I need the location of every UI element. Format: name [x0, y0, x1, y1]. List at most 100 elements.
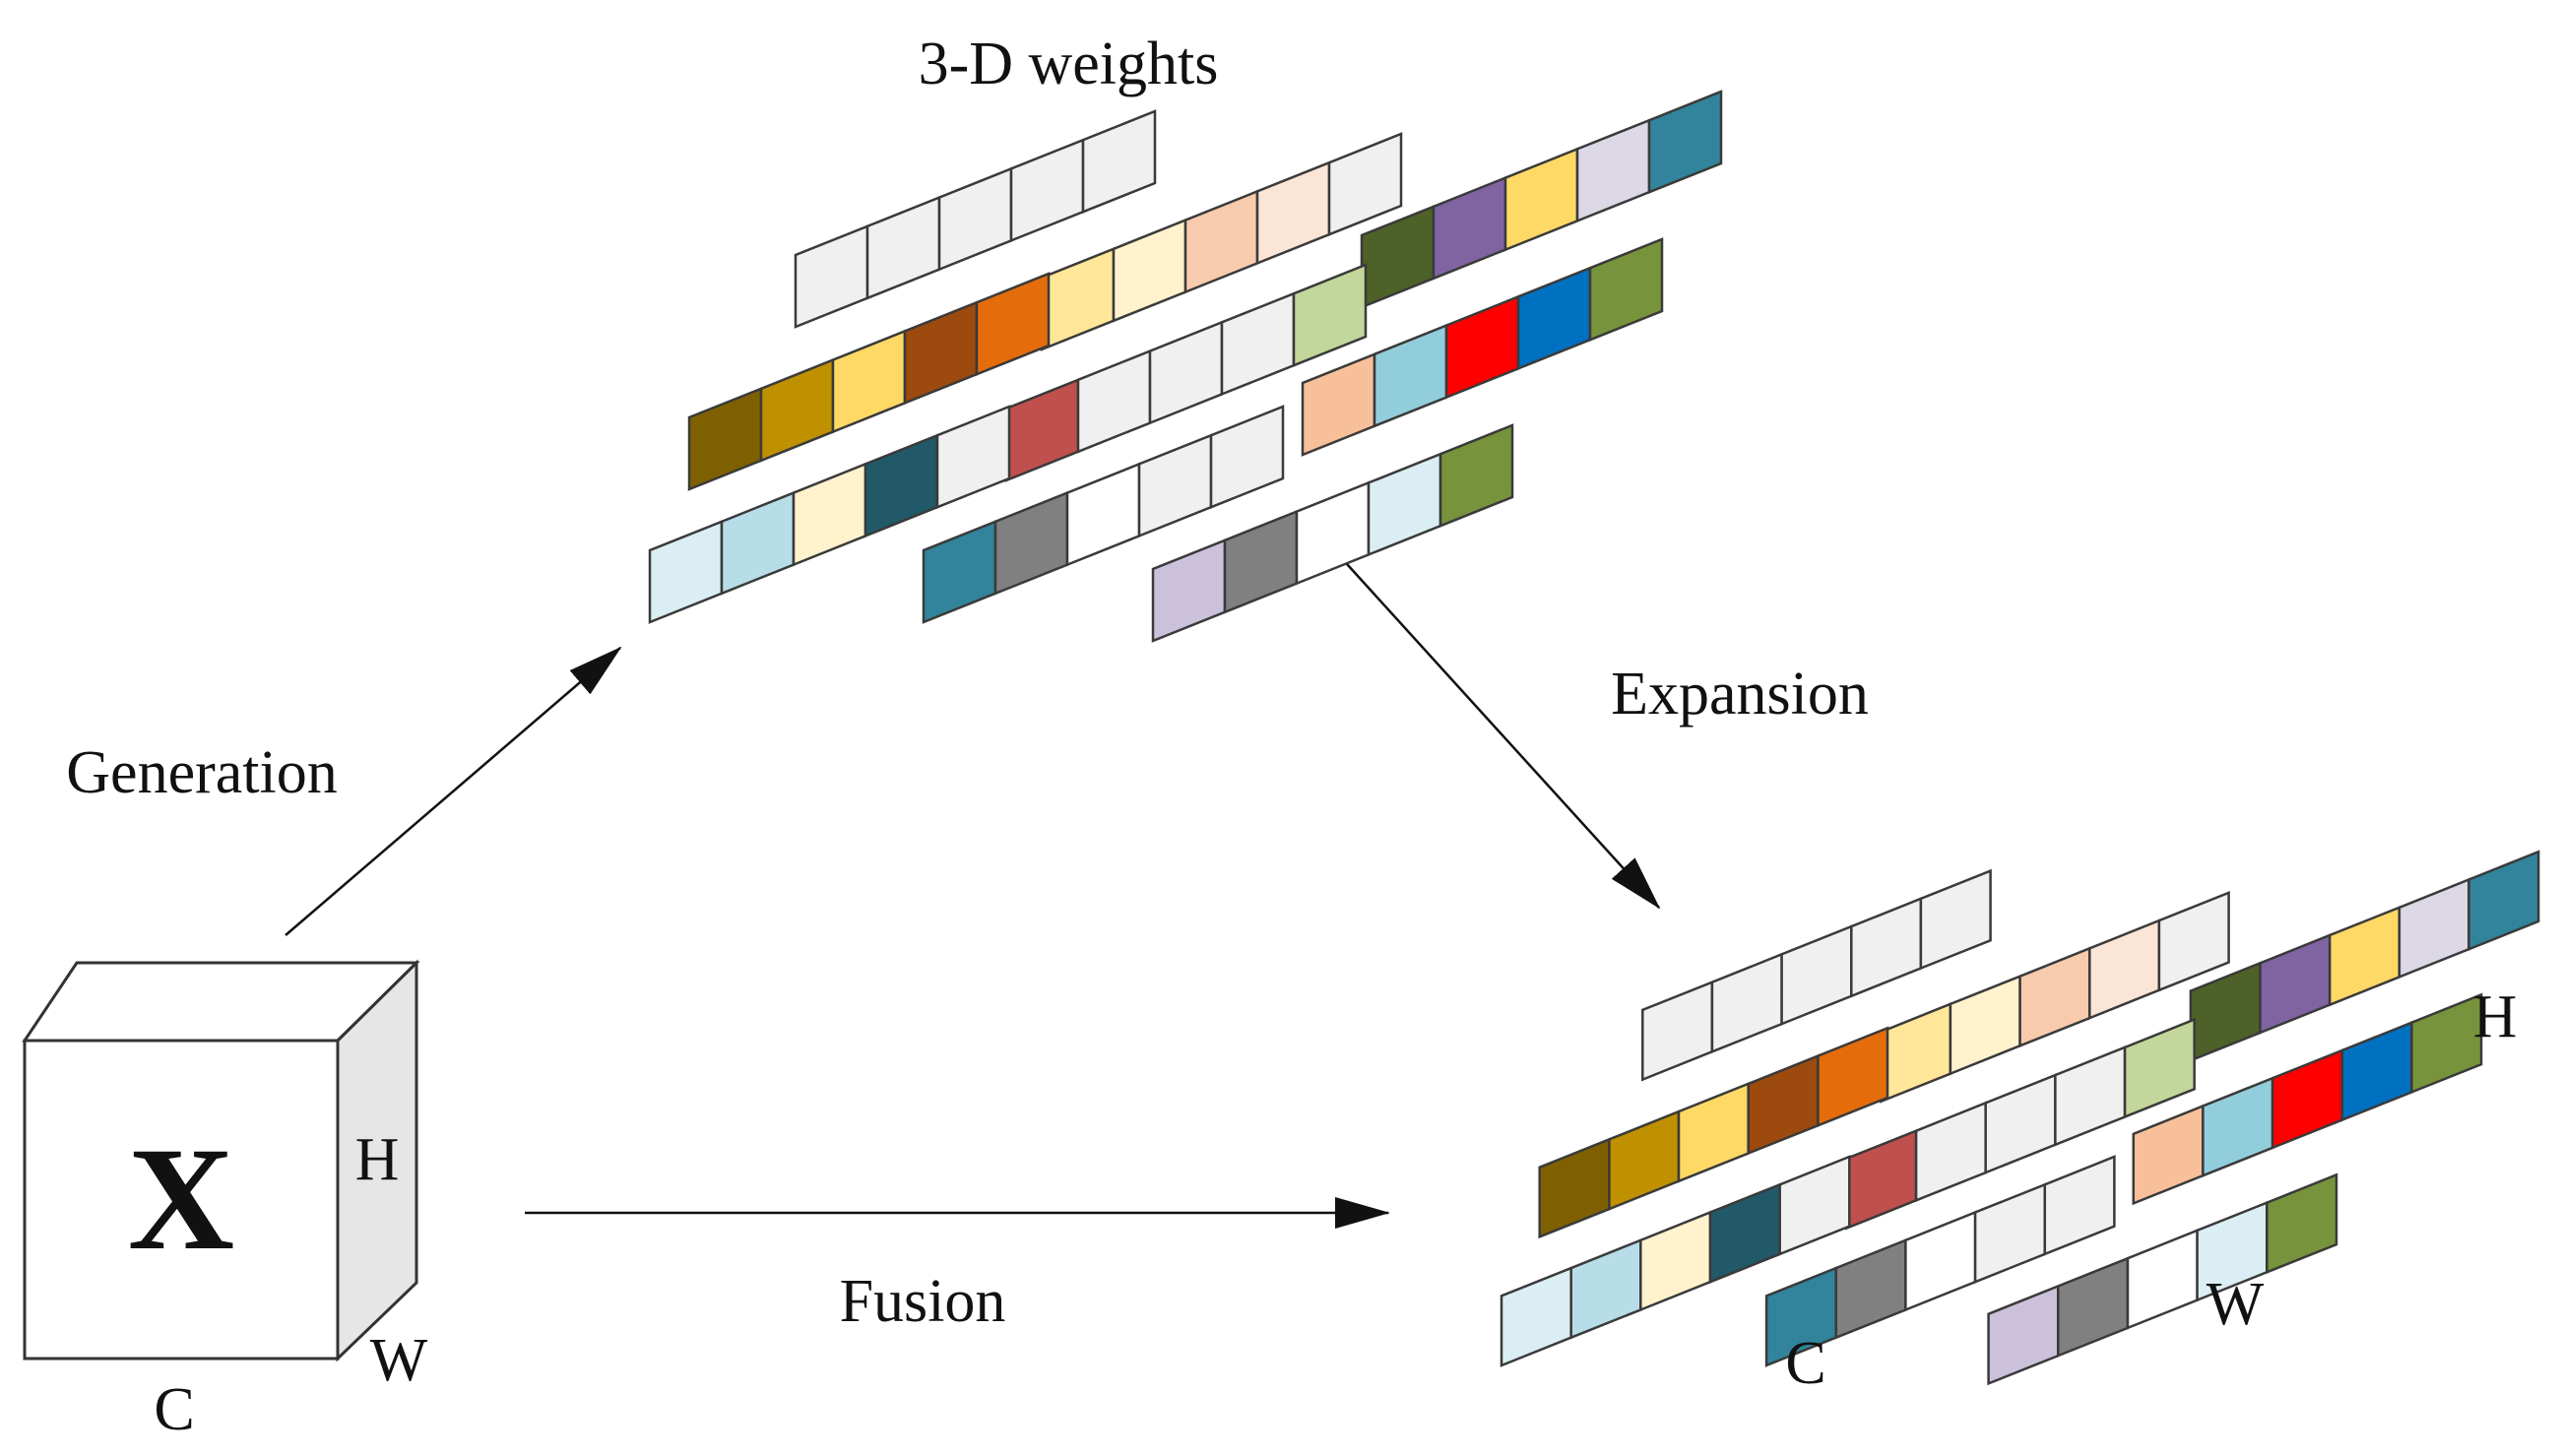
weight-cell: [993, 490, 1069, 596]
cube-w-label: W: [370, 1327, 428, 1394]
weight-cell: [1112, 218, 1187, 323]
weight-cell: [1065, 462, 1141, 567]
weight-cell: [1914, 1101, 1987, 1203]
weight-cell: [1040, 246, 1116, 351]
weight-cell: [975, 272, 1051, 377]
weight-cell: [1209, 405, 1285, 510]
weight-cell: [937, 166, 1013, 272]
weight-cell: [1949, 974, 2021, 1076]
weight-cell: [1327, 132, 1403, 237]
weight-cell: [759, 357, 835, 463]
weight-row: [1360, 90, 1723, 309]
weight-cell: [1747, 1053, 1820, 1156]
weight-cell: [863, 433, 939, 538]
weight-cell: [1608, 1109, 1681, 1211]
generation-label: Generation: [66, 739, 337, 806]
cube-c-label: C: [154, 1376, 194, 1443]
weight-cell: [1081, 109, 1157, 215]
weight-cell: [1500, 1266, 1572, 1367]
weight-cell: [1973, 1182, 2047, 1285]
weight-cell: [935, 405, 1011, 510]
weight-cell: [2123, 1017, 2196, 1119]
weight-cell: [1295, 480, 1371, 586]
weight-cell: [1708, 1182, 1781, 1285]
weights-block-3d: [648, 90, 1723, 643]
weights-block-expanded: [1500, 850, 2540, 1386]
weight-cell: [2157, 891, 2230, 992]
expansion-arrow: [1346, 563, 1661, 910]
weight-cell: [1137, 433, 1213, 538]
weight-cell: [2467, 850, 2540, 952]
weight-cell: [2057, 1256, 2130, 1358]
weight-cell: [1220, 291, 1296, 397]
weight-cell: [2018, 946, 2091, 1048]
weight-cell: [1516, 266, 1592, 371]
weight-cell: [2132, 1104, 2205, 1206]
weight-cell: [1360, 204, 1436, 309]
weight-cell: [2266, 1172, 2338, 1275]
weight-cell: [2043, 1155, 2116, 1256]
weight-row: [687, 272, 1051, 491]
weight-cell: [1292, 263, 1368, 368]
weight-cell: [1710, 952, 1783, 1054]
weight-cell: [2328, 905, 2401, 1007]
weight-cell: [687, 386, 763, 491]
generation-arrow: [285, 646, 622, 936]
weight-row: [1641, 868, 1992, 1082]
weight-cell: [1301, 351, 1376, 457]
weight-row: [1845, 1017, 2196, 1231]
weight-cell: [1880, 1002, 1952, 1104]
weight-row: [2189, 850, 2540, 1063]
weight-cell: [1009, 138, 1085, 243]
weight-cell: [1850, 897, 1923, 998]
output-h-label: H: [2473, 983, 2518, 1050]
weight-cell: [922, 519, 997, 624]
weight-cell: [1639, 1210, 1712, 1312]
weight-cell: [1255, 160, 1331, 266]
weight-row: [1040, 132, 1403, 351]
weight-row: [648, 405, 1011, 624]
weight-row: [1151, 423, 1514, 643]
weight-cell: [1904, 1210, 1977, 1312]
weight-row: [922, 405, 1285, 624]
weight-cell: [1223, 509, 1299, 614]
weight-cell: [1569, 1237, 1642, 1340]
weight-cell: [903, 300, 979, 406]
weight-cell: [865, 195, 941, 300]
fusion-label: Fusion: [840, 1268, 1006, 1335]
weight-cell: [1503, 147, 1579, 252]
weight-cell: [2202, 1076, 2274, 1178]
weight-cell: [831, 329, 907, 434]
weight-cell: [1432, 175, 1507, 281]
weight-cell: [2054, 1045, 2127, 1147]
weight-cell: [1984, 1073, 2057, 1174]
output-w-label: W: [2206, 1271, 2265, 1338]
weight-row: [2132, 992, 2483, 1206]
weight-cell: [1845, 1128, 1918, 1231]
weight-cell: [1367, 452, 1442, 557]
weight-cell: [1076, 348, 1152, 454]
weight-cell: [720, 490, 796, 596]
weight-cell: [1987, 1284, 2060, 1386]
weight-cell: [794, 223, 869, 329]
weight-cell: [1778, 1155, 1851, 1256]
weight-cell: [648, 519, 724, 624]
weight-row: [1301, 237, 1664, 457]
weight-cell: [1538, 1137, 1611, 1239]
weight-cell: [2189, 961, 2262, 1063]
weight-cell: [2340, 1020, 2413, 1122]
weight-cell: [2270, 1048, 2344, 1150]
weight-cell: [2397, 877, 2470, 980]
weight-cell: [1183, 189, 1259, 294]
weight-row: [1500, 1155, 1851, 1367]
weight-cell: [1780, 924, 1853, 1026]
weight-cell: [1919, 868, 1992, 971]
weight-row: [1538, 1026, 1889, 1239]
weight-cell: [1444, 294, 1520, 400]
output-c-label: C: [1785, 1330, 1825, 1397]
weight-cell: [792, 462, 867, 567]
weight-cell: [1641, 980, 1714, 1082]
cube-front-face: [23, 1039, 340, 1361]
weight-cell: [1817, 1026, 1889, 1128]
